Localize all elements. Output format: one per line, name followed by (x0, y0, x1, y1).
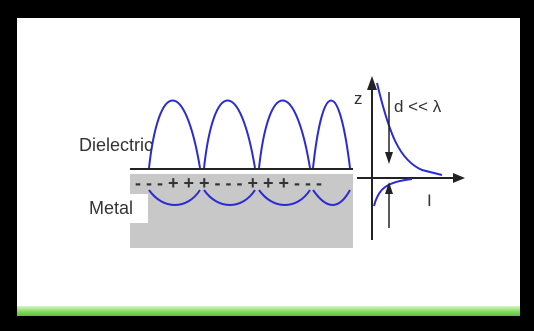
i-axis-arrowhead (453, 173, 465, 183)
lower-lobe (258, 189, 311, 206)
charge-sequence: - - - + + + - - - + + + - - - (135, 173, 322, 193)
upper-decay-curve (376, 82, 443, 176)
lower-lobe (312, 189, 351, 206)
lower-lobe (203, 189, 256, 206)
z-axis-label: z (354, 89, 363, 108)
lower-lobe (148, 189, 201, 206)
metal-field-lobes (148, 189, 351, 206)
upper-lobe (148, 99, 201, 169)
slide-canvas: - - - + + + - - - + + + - - - Dielectric… (17, 18, 520, 316)
metal-block (130, 174, 353, 248)
bottom-glow-bar (17, 306, 520, 316)
intensity-label: I (427, 191, 432, 210)
upper-lobe (258, 99, 311, 169)
z-axis-arrowhead (367, 76, 377, 90)
lower-decay-curve (373, 178, 413, 207)
decay-plot: z d << λ I (354, 76, 465, 240)
dielectric-label: Dielectric (79, 135, 153, 155)
decay-length-label: d << λ (394, 97, 442, 116)
surface-plasmon-diagram: - - - + + + - - - + + + - - - Dielectric… (79, 76, 465, 248)
dielectric-field-lobes (148, 99, 351, 169)
upper-lobe (203, 99, 256, 169)
upper-lobe (312, 99, 351, 169)
metal-label: Metal (89, 198, 133, 218)
